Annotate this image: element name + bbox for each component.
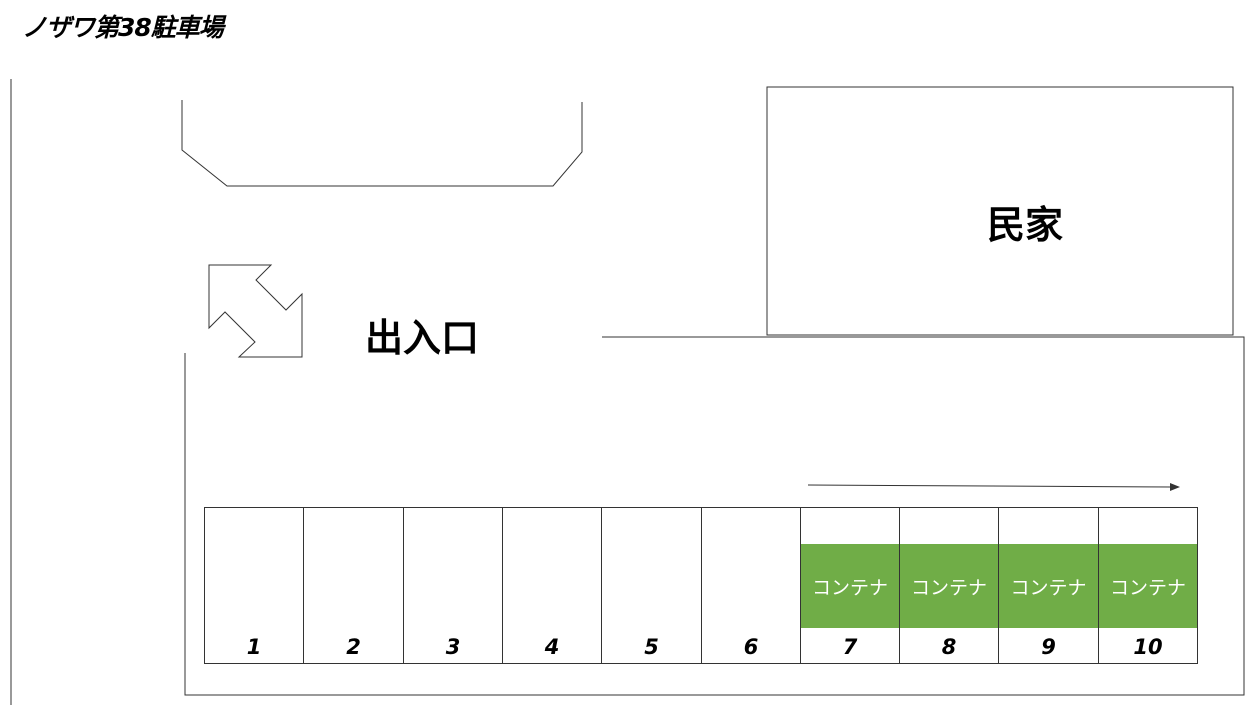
container-box: コンテナ	[801, 544, 899, 628]
parking-slot: コンテナ 9	[998, 507, 1098, 664]
parking-slot: コンテナ 7	[800, 507, 899, 664]
slot-number: 5	[644, 635, 659, 659]
parking-slot: 5	[601, 507, 701, 664]
parking-slot: 4	[502, 507, 601, 664]
slot-number: 10	[1133, 635, 1163, 659]
slot-number: 3	[445, 635, 461, 659]
slot-number: 8	[941, 635, 957, 659]
container-box: コンテナ	[900, 544, 998, 628]
container-label: コンテナ	[910, 576, 987, 599]
container-box: コンテナ	[999, 544, 1098, 628]
entrance-arrow-icon	[208, 264, 303, 358]
parking-slot: コンテナ 8	[899, 507, 998, 664]
container-box: コンテナ	[1099, 544, 1197, 628]
slot-number: 9	[1041, 635, 1056, 659]
slot-number: 1	[246, 635, 262, 659]
parking-lot-boundary	[184, 336, 1245, 696]
neighbor-house-outline	[766, 86, 1234, 336]
container-label: コンテナ	[1010, 576, 1087, 599]
slot-number: 7	[842, 635, 858, 659]
slot-number: 2	[346, 635, 361, 659]
container-label: コンテナ	[1109, 576, 1186, 599]
page-title: ノザワ第38駐車場	[22, 13, 224, 42]
entrance-label: 出入口	[365, 316, 480, 360]
parking-slot: 1	[204, 507, 303, 664]
neighbor-house-label: 民家	[987, 203, 1064, 247]
container-label: コンテナ	[811, 576, 888, 599]
building-outline	[181, 100, 583, 187]
parking-slot: コンテナ 10	[1098, 507, 1198, 664]
direction-arrow-icon	[807, 483, 1180, 491]
parking-slot: 3	[403, 507, 502, 664]
parking-slot: 6	[701, 507, 800, 664]
parking-slot: 2	[303, 507, 403, 664]
slot-number: 6	[743, 635, 759, 659]
slot-number: 4	[544, 635, 560, 659]
